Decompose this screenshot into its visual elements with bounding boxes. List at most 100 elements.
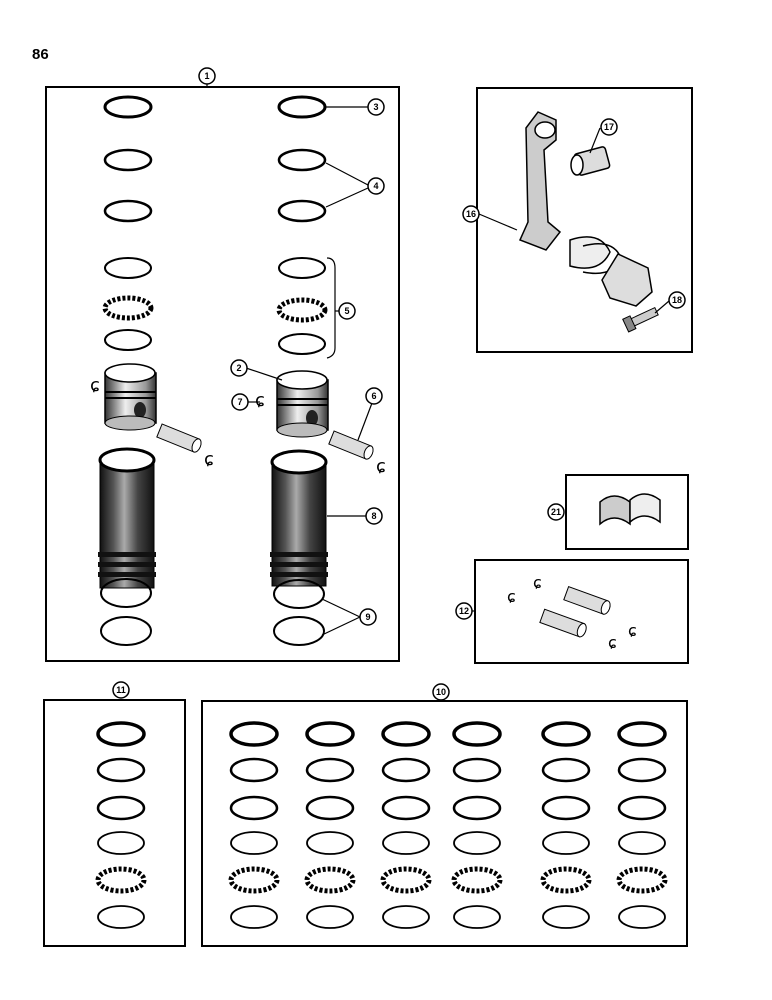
bearing-shells [599, 493, 661, 526]
ring [277, 148, 327, 172]
callout-3-label: 3 [373, 102, 378, 112]
left-piston-assembly: ɕ ɕ [90, 363, 214, 470]
ring [382, 831, 430, 855]
kit-21-frame [565, 474, 689, 550]
callout-7-label: 7 [237, 397, 242, 407]
ring [97, 905, 145, 929]
retaining-clip: ɕ [608, 633, 617, 652]
callout-8-label: 8 [371, 511, 376, 521]
piston-pin [328, 430, 374, 460]
callout-1: 1 [198, 67, 216, 85]
ring [453, 905, 501, 929]
piston-crown [104, 363, 156, 383]
ring [542, 905, 590, 929]
ring [103, 199, 153, 223]
callout-9: 9 [359, 608, 377, 626]
retaining-clip: ɕ [507, 587, 516, 606]
bearing-shell [569, 236, 611, 269]
retaining-clip: ɕ [90, 375, 100, 396]
ring [96, 795, 146, 821]
ring [305, 795, 355, 821]
piston-crown [276, 370, 328, 390]
callout-7: 7 [231, 393, 249, 411]
ring [541, 721, 591, 747]
o-ring [273, 579, 325, 609]
piston-skirt [104, 415, 156, 431]
ring [617, 721, 667, 747]
piston-pin [156, 423, 202, 453]
ring [381, 721, 431, 747]
piston-pin-bore [134, 402, 146, 418]
ring [541, 757, 591, 783]
ring [230, 905, 278, 929]
callout-3: 3 [367, 98, 385, 116]
ring [381, 795, 431, 821]
callout-6-label: 6 [371, 391, 376, 401]
retaining-clip: ɕ [628, 621, 637, 640]
rod-cap [601, 253, 653, 307]
callout-1-label: 1 [204, 71, 209, 81]
kit-10-rings [228, 721, 668, 929]
ring [277, 199, 327, 223]
callout-4-label: 4 [373, 181, 378, 191]
kit-16-frame [476, 87, 693, 353]
kit-12-frame [474, 559, 689, 664]
ring [96, 721, 146, 747]
ring [104, 257, 152, 279]
left-cylinder-sleeve [98, 447, 156, 589]
callout-4: 4 [367, 177, 385, 195]
expander-ring [304, 866, 356, 894]
expander-ring [616, 866, 668, 894]
ring [306, 831, 354, 855]
callout-5-label: 5 [344, 306, 349, 316]
ring [618, 831, 666, 855]
piston-pin-kit: ɕ ɕ ɕ ɕ [507, 573, 637, 652]
callout-6: 6 [365, 387, 383, 405]
callout-18: 18 [668, 291, 686, 309]
ring [617, 795, 667, 821]
callout-12: 12 [455, 602, 473, 620]
callout-16: 16 [462, 205, 480, 223]
callouts: 1 2 3 4 5 6 7 8 9 10 11 12 16 17 18 21 [112, 67, 686, 701]
ring [617, 757, 667, 783]
piston-pin [563, 585, 611, 615]
ring [229, 721, 279, 747]
callout-10: 10 [432, 683, 450, 701]
connecting-rod-assembly [518, 111, 659, 333]
retaining-clip: ɕ [204, 449, 214, 470]
ring [97, 831, 145, 855]
expander-ring [540, 866, 592, 894]
callout-11-label: 11 [116, 685, 126, 695]
ring [452, 795, 502, 821]
right-piston-assembly: ɕ ɕ [255, 370, 386, 477]
retaining-clip: ɕ [255, 390, 265, 411]
ring [230, 831, 278, 855]
piston-pin-bore [306, 410, 318, 426]
callout-5: 5 [338, 302, 356, 320]
ring [278, 333, 326, 355]
page-number: 86 [32, 46, 49, 63]
leader-lines [206, 84, 670, 636]
o-ring [273, 616, 325, 646]
expander-ring [380, 866, 432, 894]
callout-9-label: 9 [365, 612, 370, 622]
callout-8: 8 [365, 507, 383, 525]
ring [103, 148, 153, 172]
piston-skirt [276, 422, 328, 438]
ring [305, 721, 355, 747]
ring [104, 329, 152, 351]
piston-pin-bushing [570, 146, 611, 176]
kit-1-left-rings [102, 95, 154, 351]
callout-10-label: 10 [436, 687, 446, 697]
ring [278, 257, 326, 279]
ring [452, 721, 502, 747]
expander-ring [451, 866, 503, 894]
kit-11-frame [43, 699, 186, 947]
callout-17-label: 17 [604, 122, 614, 132]
ring [541, 795, 591, 821]
connecting-rod [518, 111, 562, 251]
callout-2: 2 [230, 359, 248, 377]
ring [306, 905, 354, 929]
callout-17: 17 [600, 118, 618, 136]
